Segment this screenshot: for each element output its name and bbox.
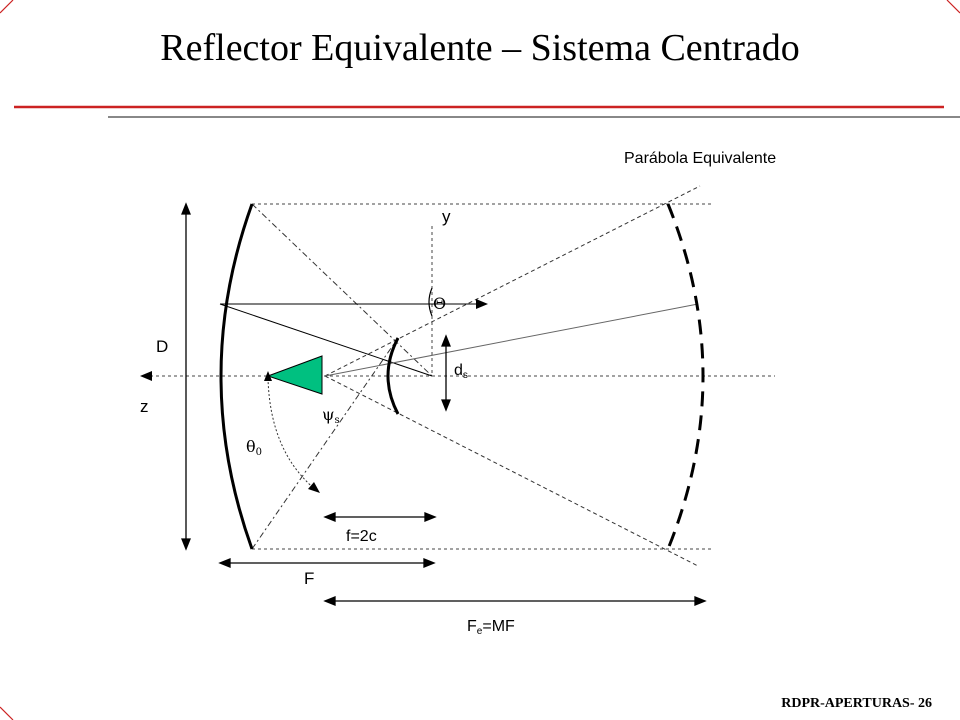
equivalent-focal-arrow-left bbox=[323, 596, 336, 606]
dimension-arrows bbox=[181, 202, 707, 606]
aperture-arrow-top bbox=[181, 202, 191, 215]
subreflector bbox=[386, 337, 400, 415]
ray-lower-to-subreflector bbox=[251, 337, 399, 550]
slide-title: Reflector Equivalente – Sistema Centrado bbox=[160, 27, 800, 69]
theta-arc bbox=[428, 287, 433, 317]
theta-label: Θ bbox=[433, 294, 446, 313]
ray-equivalent bbox=[324, 303, 699, 377]
z-axis-label: z bbox=[140, 397, 149, 416]
interfocal-arrow-left bbox=[323, 512, 336, 522]
half-angle-arrow-bottom bbox=[308, 482, 320, 493]
guide-lines bbox=[150, 203, 775, 550]
ray-to-equivalent-top bbox=[324, 185, 701, 377]
aperture-label: D bbox=[156, 337, 168, 356]
half-angle-arrow-top bbox=[264, 371, 272, 381]
main-reflector bbox=[219, 203, 254, 550]
dashed-rays bbox=[324, 185, 701, 567]
feed-horn bbox=[266, 355, 323, 395]
ray-to-equivalent-bottom bbox=[324, 375, 699, 567]
theta-0-label: θ0 bbox=[246, 437, 262, 458]
ray-reflector-to-focus bbox=[219, 303, 433, 377]
interfocal-arrow-right bbox=[424, 512, 437, 522]
focal-arrow-right bbox=[423, 558, 436, 568]
half-angle-arc bbox=[267, 377, 317, 491]
aperture-arrow-bottom bbox=[181, 538, 191, 551]
equivalent-parabola bbox=[666, 203, 705, 550]
equivalent-focal-arrow-right bbox=[694, 596, 707, 606]
equivalent-focal-label: Fe=MF bbox=[467, 618, 515, 637]
ray-arrowhead bbox=[476, 299, 488, 309]
ds-label: ds bbox=[454, 362, 468, 381]
psi-s-label: ψs bbox=[322, 405, 340, 426]
focal-arrow-left bbox=[218, 558, 231, 568]
focal-length-label: F bbox=[304, 569, 314, 588]
y-axis-label: y bbox=[442, 207, 451, 226]
slide-footer: RDPR-APERTURAS- 26 bbox=[781, 696, 932, 711]
interfocal-label: f=2c bbox=[346, 528, 377, 545]
ds-arrow-bottom bbox=[441, 399, 451, 412]
equivalent-parabola-label: Parábola Equivalente bbox=[624, 150, 776, 167]
ray-upper-to-focus bbox=[251, 203, 433, 377]
dashdot-rays bbox=[251, 203, 433, 550]
ds-arrow-top bbox=[441, 334, 451, 347]
solid-rays bbox=[219, 303, 699, 377]
z-axis-arrowhead bbox=[140, 371, 152, 381]
